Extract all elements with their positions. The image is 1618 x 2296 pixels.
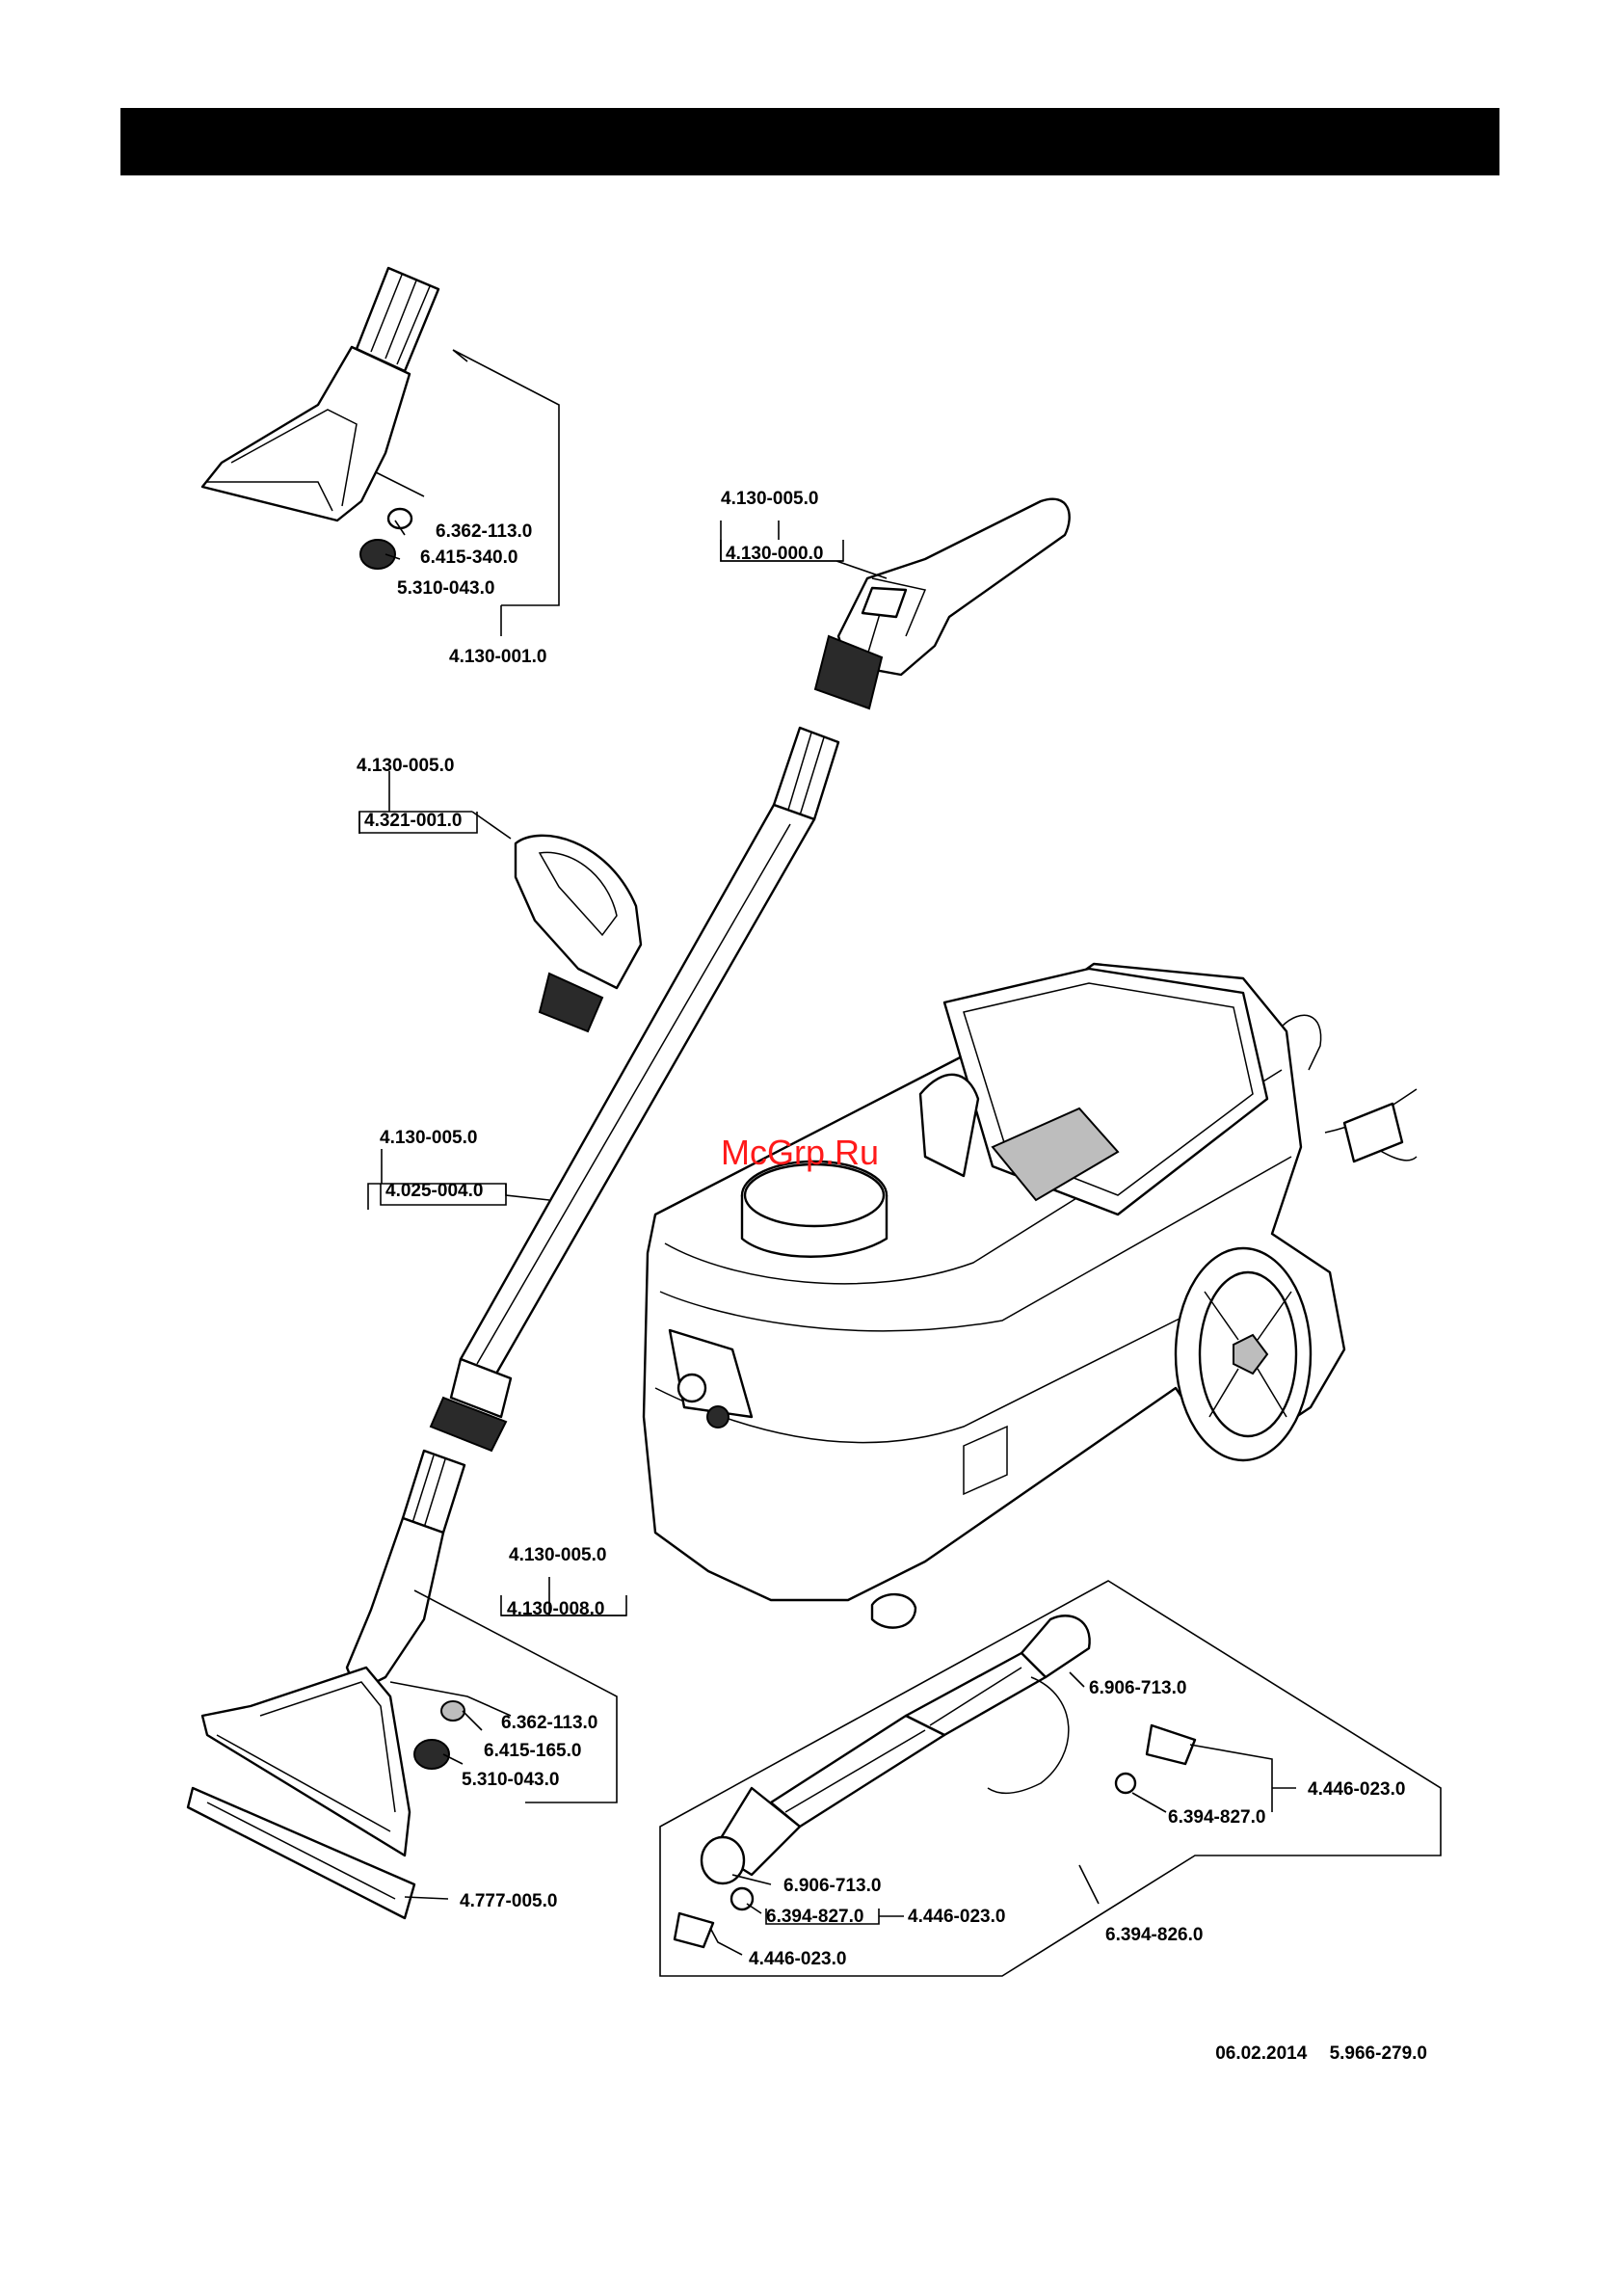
label-hose-6906-a: 6.906-713.0: [1089, 1678, 1186, 1698]
label-tube-025: 4.025-004.0: [385, 1181, 483, 1201]
label-floor-008: 4.130-008.0: [507, 1599, 604, 1619]
hose-assembly: [659, 1580, 1442, 1977]
label-nozzle-set-a: 4.130-001.0: [449, 647, 546, 667]
floor-nozzle: [186, 1449, 466, 1920]
carpet-cleaner-machine: [642, 962, 1418, 1629]
header-bar: [120, 108, 1499, 175]
pistol-grip: [813, 497, 1071, 710]
label-nozzle-6415-a: 6.415-340.0: [420, 547, 517, 568]
label-hose-4446-b: 4.446-023.0: [908, 1907, 1005, 1927]
label-tube-5: 4.130-005.0: [380, 1128, 477, 1148]
label-nozzle-6362-a: 6.362-113.0: [436, 521, 532, 542]
label-wand-top-0: 4.130-000.0: [726, 544, 823, 564]
label-hose-4446-a: 4.446-023.0: [1308, 1779, 1405, 1800]
label-handle-321: 4.321-001.0: [364, 811, 462, 831]
nozzle-a-leader-lines: [375, 349, 560, 636]
suction-tube: [429, 726, 840, 1453]
label-strip-4777: 4.777-005.0: [460, 1891, 557, 1911]
footer-date: 06.02.2014: [1215, 2043, 1308, 2064]
upholstery-nozzle: [200, 266, 440, 570]
hose-leaders: [709, 1671, 1296, 1956]
label-floor-5: 4.130-005.0: [509, 1545, 606, 1565]
label-nozzle-6362-b: 6.362-113.0: [501, 1713, 597, 1733]
footer-info: 06.02.2014 5.966-279.0: [1198, 2043, 1427, 2065]
label-hose-4446-c: 4.446-023.0: [749, 1949, 846, 1969]
label-nozzle-6415-b: 6.415-165.0: [484, 1741, 581, 1761]
floor-leader: [389, 1577, 626, 1900]
label-hose-6394-827-a: 6.394-827.0: [1168, 1807, 1265, 1828]
label-nozzle-5310-a: 5.310-043.0: [397, 578, 494, 599]
footer-doc-number: 5.966-279.0: [1329, 2043, 1427, 2064]
label-hose-6394-827-b: 6.394-827.0: [766, 1907, 863, 1927]
part-labels: 4.130-005.0 4.130-000.0 6.362-113.0 6.41…: [357, 489, 1405, 1969]
label-handle-5: 4.130-005.0: [357, 756, 454, 776]
label-nozzle-5310-b: 5.310-043.0: [462, 1770, 559, 1790]
handle-leader: [358, 771, 512, 840]
watermark: McGrp.Ru: [721, 1133, 879, 1172]
label-hose-set: 6.394-826.0: [1105, 1925, 1203, 1945]
label-brackets: [358, 540, 904, 1925]
label-wand-top-5: 4.130-005.0: [721, 489, 818, 509]
label-hose-6906-b: 6.906-713.0: [783, 1876, 881, 1896]
loop-handle: [514, 834, 643, 1033]
